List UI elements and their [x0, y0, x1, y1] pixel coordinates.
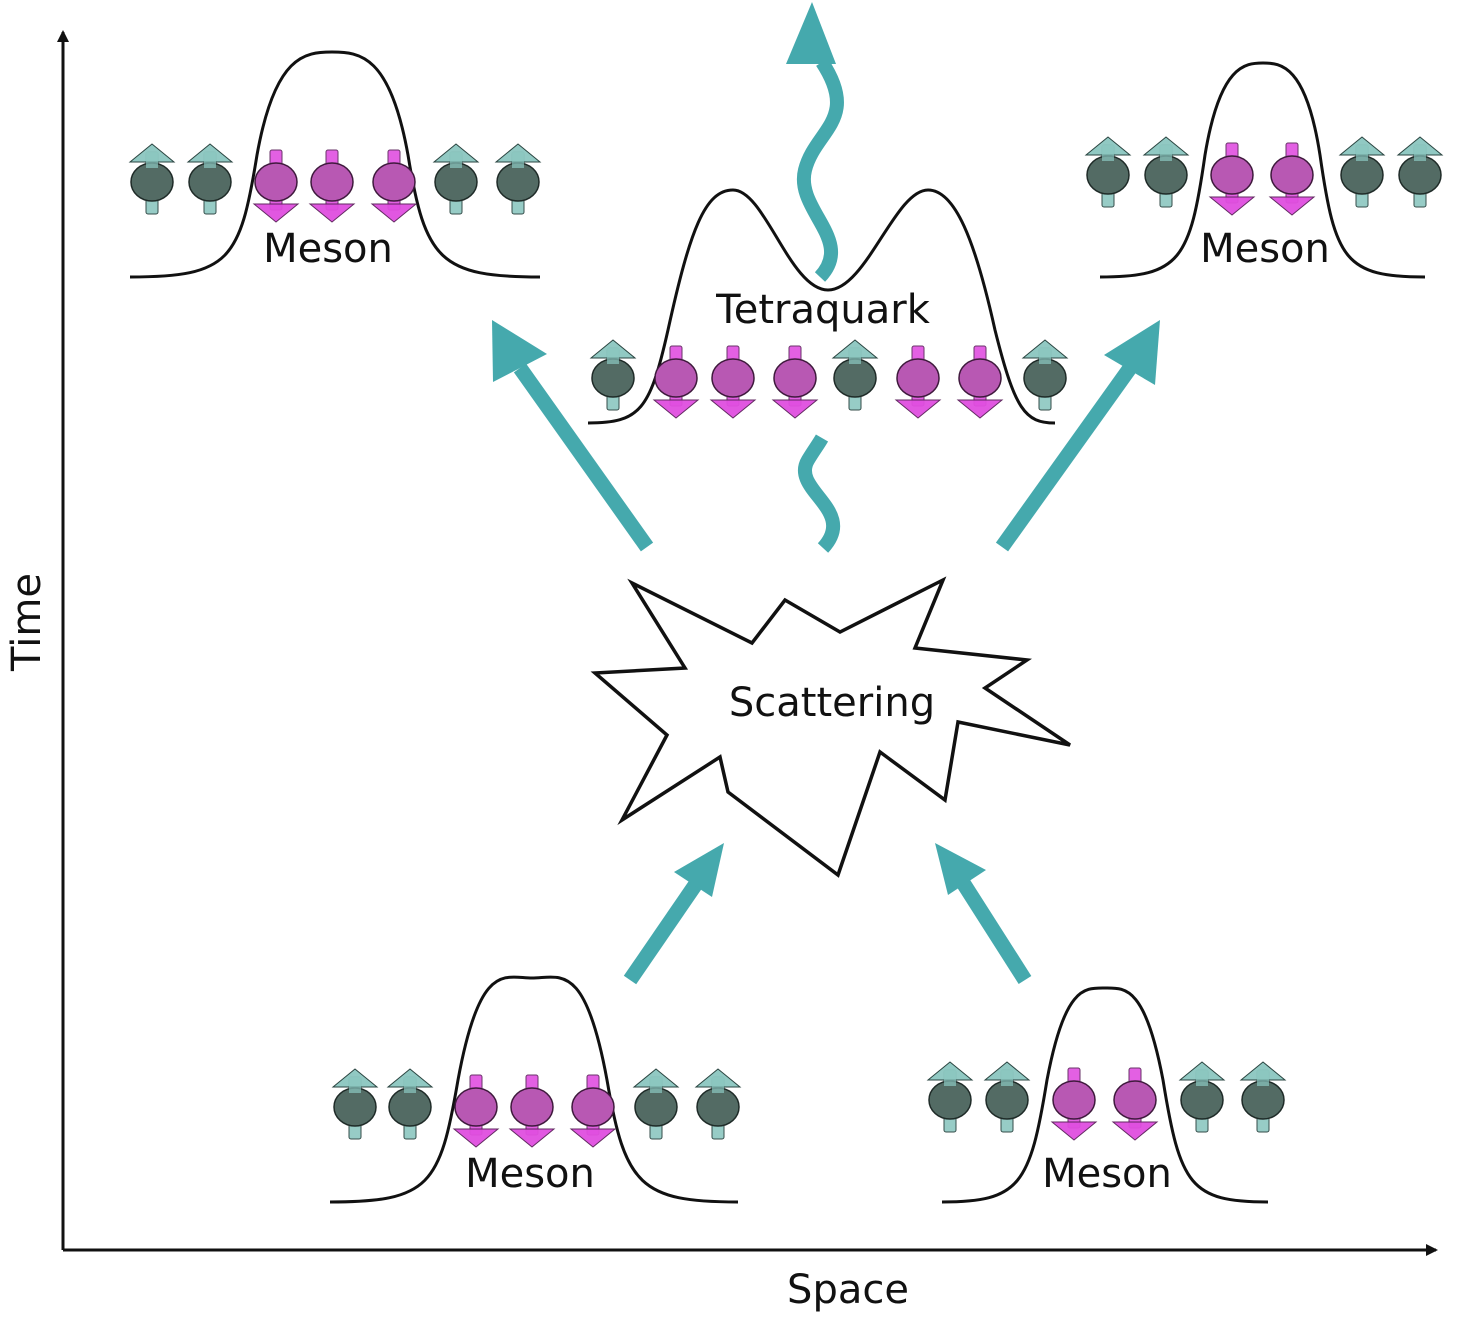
- tetraquark-label: Tetraquark: [715, 287, 931, 333]
- tetraquark-curve: [587, 188, 1056, 425]
- spin-up-site: [187, 143, 233, 215]
- spin-up-site: [1085, 136, 1131, 208]
- spin-down-site: [710, 345, 756, 419]
- spin-down-site: [253, 149, 299, 223]
- spin-down-site: [1269, 142, 1315, 216]
- spin-up-site: [433, 143, 479, 215]
- meson-bottom-left-curve: [329, 975, 739, 1204]
- spin-down-site: [1209, 142, 1255, 216]
- spin-down-site: [1112, 1067, 1158, 1141]
- spin-down-site: [509, 1074, 555, 1148]
- spin-up-site: [633, 1068, 679, 1140]
- meson-bottom-right-curve: [941, 986, 1269, 1204]
- arrows: [492, 2, 1160, 985]
- spin-down-site: [453, 1074, 499, 1148]
- spin-up-site: [927, 1061, 973, 1133]
- meson-top-right-curve: [1099, 61, 1426, 279]
- arrow-in-right: [935, 843, 1032, 985]
- spin-up-site: [984, 1061, 1030, 1133]
- spin-up-site: [1339, 136, 1385, 208]
- spin-up-site: [590, 339, 636, 411]
- meson-top-left-label: Meson: [263, 226, 393, 272]
- time-axis-label: Time: [4, 573, 50, 672]
- spin-down-site: [772, 345, 818, 419]
- meson-bottom-right-label: Meson: [1042, 1151, 1172, 1197]
- space-axis-label: Space: [787, 1267, 909, 1313]
- meson-top-right-label: Meson: [1200, 226, 1330, 272]
- spin-up-site: [129, 143, 175, 215]
- spin-chain-meson-bottom-left: [332, 1068, 741, 1148]
- spin-up-site: [495, 143, 541, 215]
- spin-down-site: [957, 345, 1003, 419]
- arrow-in-left: [623, 843, 724, 985]
- spin-up-site: [1143, 136, 1189, 208]
- spin-up-site: [1022, 339, 1068, 411]
- spin-up-site: [695, 1068, 741, 1140]
- spin-chain-meson-bottom-right: [927, 1061, 1286, 1141]
- wavefunctions: [129, 50, 1426, 1204]
- spin-down-site: [895, 345, 941, 419]
- arrow-out-left: [492, 320, 654, 552]
- spin-up-site: [332, 1068, 378, 1140]
- spin-up-site: [1179, 1061, 1225, 1133]
- wavy-arrow-upper: [786, 2, 844, 282]
- wavy-arrow-lower: [798, 434, 841, 553]
- spin-up-site: [1240, 1061, 1286, 1133]
- spin-up-site: [1397, 136, 1443, 208]
- scattering-burst: [590, 576, 1071, 878]
- meson-bottom-left-label: Meson: [465, 1151, 595, 1197]
- scattering-label: Scattering: [729, 680, 935, 726]
- meson-top-left-curve: [129, 50, 541, 279]
- arrow-out-right: [995, 320, 1160, 552]
- spin-chain-meson-top-right: [1085, 136, 1443, 216]
- spin-down-site: [309, 149, 355, 223]
- spin-up-site: [387, 1068, 433, 1140]
- spin-chain-meson-top-left: [129, 143, 541, 223]
- spin-up-site: [832, 339, 878, 411]
- spin-down-site: [1051, 1067, 1097, 1141]
